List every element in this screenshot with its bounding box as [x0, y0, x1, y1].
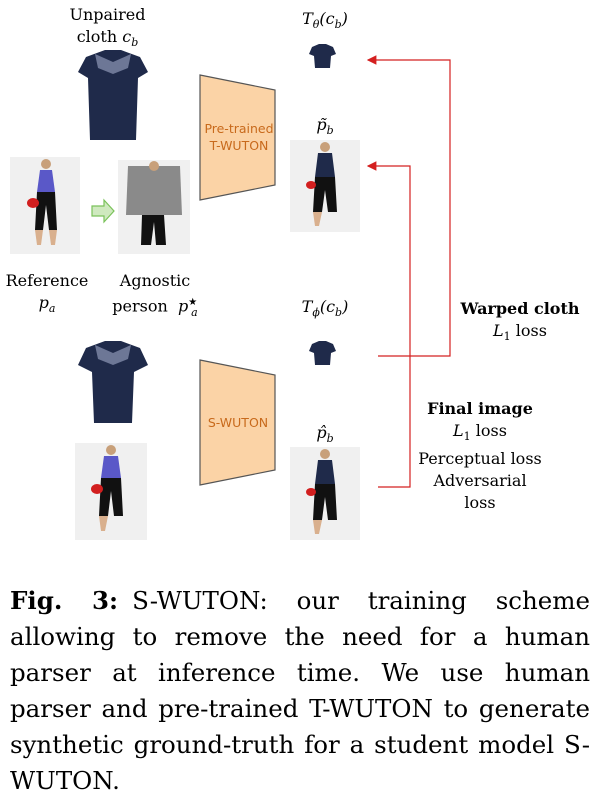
adversarial-loss-word: loss — [464, 493, 496, 513]
final-l1-symbol: L — [453, 421, 464, 440]
p-hat-symbol: p̂ — [316, 423, 327, 442]
reference-word: Reference — [5, 271, 89, 290]
t-theta-warped-cloth-image — [309, 44, 336, 68]
perceptual-loss-text: Perceptual loss — [418, 449, 542, 469]
agnostic-person-image — [118, 160, 190, 254]
t-phi-subscript: ϕ — [312, 306, 320, 320]
pretrained-twuton-label: Pre-trained T-WUTON — [198, 120, 280, 154]
agnostic-subscript: a — [191, 305, 198, 319]
reference-symbol: p — [38, 293, 49, 312]
agnostic-person-word: person — [112, 296, 168, 316]
t-theta-subscript: θ — [312, 18, 320, 32]
diagram-graphics — [10, 44, 451, 540]
warped-cloth-loss-label: Warped cloth L1 loss — [450, 298, 590, 348]
pretrained-label-line1: Pre-trained — [204, 121, 274, 136]
reference-person-image-2 — [75, 443, 147, 540]
final-l1-word: loss — [470, 421, 507, 440]
reference-subscript: a — [48, 302, 56, 316]
t-phi-symbol: T — [301, 297, 313, 316]
t-phi-close-paren: ) — [342, 297, 349, 316]
figure-number: Fig. 3: — [10, 586, 119, 615]
unpaired-cloth-subscript: b — [131, 36, 139, 50]
agnostic-superscript: ★ — [188, 297, 198, 308]
adversarial-text: Adversarial — [433, 471, 527, 491]
warped-cloth-title: Warped cloth — [460, 299, 580, 318]
t-phi-argument: (c — [319, 297, 336, 316]
green-arrow-icon — [91, 198, 115, 224]
t-theta-argument-subscript: b — [334, 18, 342, 32]
t-theta-close-paren: ) — [341, 9, 348, 28]
p-hat-subscript: b — [326, 432, 334, 446]
reference-label: Reference pa — [2, 270, 92, 320]
unpaired-cloth-image — [78, 50, 148, 140]
t-phi-argument-subscript: b — [335, 306, 343, 320]
figure-caption: Fig. 3:S-WUTON: our training scheme allo… — [10, 583, 590, 799]
caption-text: S-WUTON: our training scheme allowing to… — [10, 586, 591, 795]
unpaired-cloth-image-2 — [78, 341, 148, 423]
unpaired-cloth-word: cloth — [76, 27, 118, 46]
warped-l1-subscript: 1 — [503, 330, 511, 344]
pretrained-label-line2: T-WUTON — [209, 138, 269, 153]
t-phi-label: Tϕ(cb) — [290, 296, 360, 324]
agnostic-person-label: Agnostic person p★a — [105, 270, 205, 324]
unpaired-cloth-label: Unpaired cloth cb — [60, 4, 155, 54]
final-l1-subscript: 1 — [463, 430, 471, 444]
reference-person-image — [10, 157, 80, 254]
p-tilde-symbol: p̃ — [316, 115, 327, 134]
agnostic-word: Agnostic — [119, 271, 191, 290]
unpaired-label-line1: Unpaired — [69, 5, 146, 24]
swuton-text: S-WUTON — [207, 415, 269, 430]
t-theta-label: Tθ(cb) — [290, 8, 360, 36]
warped-l1-symbol: L — [493, 321, 504, 340]
warped-loss-word: loss — [510, 321, 547, 340]
p-tilde-subscript: b — [326, 124, 334, 138]
final-loss-arrow — [366, 161, 411, 488]
swuton-label: S-WUTON — [196, 412, 280, 434]
swuton-block — [199, 359, 276, 486]
p-tilde-label: p̃b — [300, 114, 350, 142]
final-image-loss-label: Final image L1 loss Perceptual loss Adve… — [410, 398, 550, 514]
warped-loss-arrow — [366, 55, 451, 357]
p-hat-label: p̂b — [300, 422, 350, 450]
p-tilde-output-image — [290, 140, 360, 232]
unpaired-cloth-symbol: c — [122, 27, 132, 46]
t-theta-argument: (c — [319, 9, 335, 28]
unpaired-label-line2: cloth cb — [60, 26, 155, 54]
t-theta-symbol: T — [302, 9, 313, 28]
final-image-title: Final image — [427, 399, 533, 418]
pretrained-twuton-block — [199, 74, 276, 201]
p-hat-output-image — [290, 447, 360, 540]
agnostic-symbol: p — [177, 296, 189, 316]
t-phi-warped-cloth-image — [309, 341, 336, 365]
